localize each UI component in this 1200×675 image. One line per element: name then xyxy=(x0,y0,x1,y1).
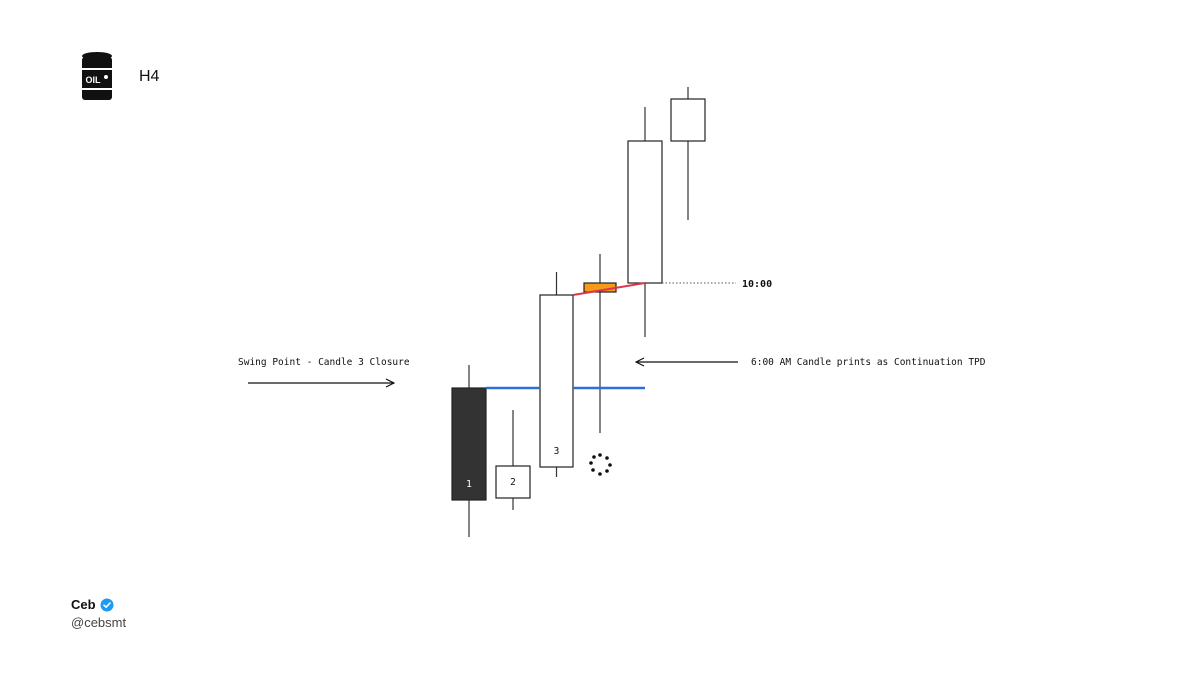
author-handle: @cebsmt xyxy=(71,615,127,630)
dotted-circle-icon xyxy=(589,453,612,476)
candle-2: 2 xyxy=(495,410,531,510)
candle-1: 1 xyxy=(451,365,487,537)
candle-body xyxy=(495,465,531,499)
continuation-label: 6:00 AM Candle prints as Continuation TP… xyxy=(751,357,986,368)
candle-5 xyxy=(627,107,663,337)
candle-body xyxy=(539,294,574,468)
candle-6 xyxy=(670,87,706,220)
author-block: Ceb @cebsmt xyxy=(71,597,126,630)
oil-barrel-icon: OIL xyxy=(82,52,112,100)
time-label: 10:00 xyxy=(742,279,772,290)
candle-3: 3 xyxy=(539,272,574,477)
candle-label: 3 xyxy=(554,446,560,457)
verified-badge-icon xyxy=(100,598,114,611)
candle-4 xyxy=(583,254,617,433)
author-name-row: Ceb xyxy=(71,597,126,612)
candle-body xyxy=(451,387,487,501)
candle-label: 2 xyxy=(510,477,516,488)
trend-line xyxy=(572,282,646,296)
candles-layer: 1 2 3 xyxy=(451,87,706,537)
swing-point-label: Swing Point - Candle 3 Closure xyxy=(238,357,410,368)
author-name: Ceb xyxy=(71,597,96,612)
oil-icon-text: OIL xyxy=(86,75,102,85)
candle-body xyxy=(670,98,706,142)
candle-label: 1 xyxy=(466,479,472,490)
candle-body xyxy=(627,140,663,284)
timeframe-label: H4 xyxy=(139,68,160,85)
